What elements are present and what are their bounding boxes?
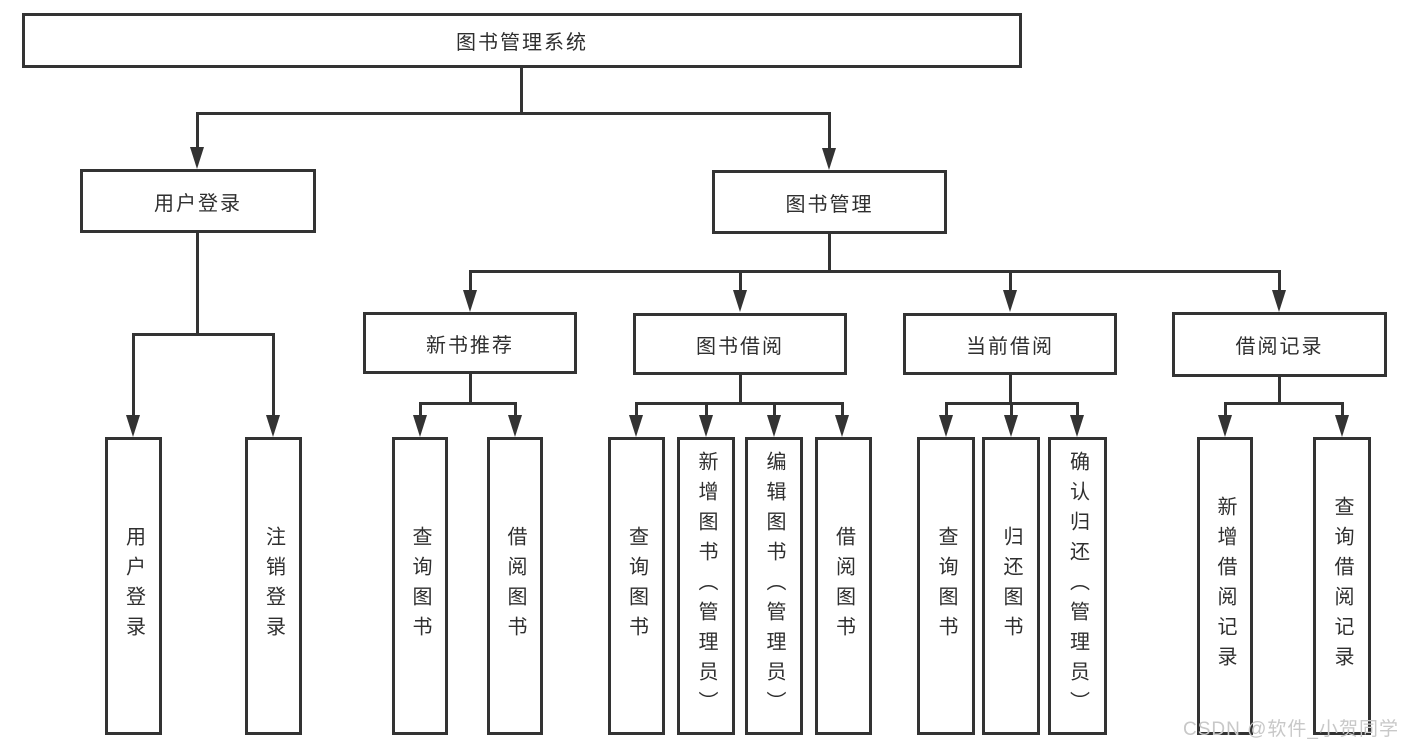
- arrowhead-down: [835, 415, 849, 437]
- leaf-edit-book-admin: 编辑图书（管理员）: [745, 437, 803, 735]
- connector-borrow-records-stem: [1278, 377, 1281, 405]
- leaf-confirm-return-admin: 确认归还（管理员）: [1048, 437, 1107, 735]
- connector-drop-leaf-user-login: [132, 333, 135, 417]
- connector-drop-borrow-records: [1278, 270, 1281, 292]
- node-book-management: 图书管理: [712, 170, 947, 234]
- connector-drop: [1010, 402, 1013, 418]
- arrowhead-down: [939, 415, 953, 437]
- node-user-login: 用户登录: [80, 169, 316, 233]
- leaf-borrow-books-borrow: 借阅图书: [815, 437, 872, 735]
- leaf-query-books-newbook: 查询图书: [392, 437, 448, 735]
- connector-root-stem: [520, 68, 523, 115]
- connector-drop-book-mgmt: [828, 112, 831, 150]
- arrowhead-down: [1218, 415, 1232, 437]
- node-new-book-recommend: 新书推荐: [363, 312, 577, 374]
- leaf-add-borrow-record: 新增借阅记录: [1197, 437, 1253, 735]
- leaf-query-books-borrow: 查询图书: [608, 437, 665, 735]
- connector-drop: [841, 402, 844, 418]
- connector-drop: [635, 402, 638, 418]
- arrowhead-down: [1272, 290, 1286, 312]
- leaf-query-books-current: 查询图书: [917, 437, 975, 735]
- watermark: CSDN @软件_小贺同学: [1183, 719, 1399, 740]
- connector-drop: [419, 402, 422, 418]
- connector-drop: [514, 402, 517, 418]
- connector-drop-book-borrow: [739, 270, 742, 292]
- connector-borrow-records-bar: [1224, 402, 1344, 405]
- connector-drop-user-login: [196, 112, 199, 149]
- connector-book-mgmt-bar: [469, 270, 1281, 273]
- leaf-user-login: 用户登录: [105, 437, 162, 735]
- connector-drop: [1076, 402, 1079, 418]
- arrowhead-down: [413, 415, 427, 437]
- leaf-query-borrow-record: 查询借阅记录: [1313, 437, 1371, 735]
- leaf-borrow-books-newbook: 借阅图书: [487, 437, 543, 735]
- arrowhead-down: [1004, 415, 1018, 437]
- leaf-add-book-admin: 新增图书（管理员）: [677, 437, 735, 735]
- node-borrow-records: 借阅记录: [1172, 312, 1387, 377]
- connector-current-borrow-stem: [1009, 375, 1012, 405]
- arrowhead-down: [190, 147, 204, 169]
- connector-drop: [773, 402, 776, 418]
- connector-book-borrow-bar: [635, 402, 844, 405]
- connector-drop: [1341, 402, 1344, 418]
- arrowhead-down: [463, 290, 477, 312]
- arrowhead-down: [699, 415, 713, 437]
- arrowhead-down: [508, 415, 522, 437]
- connector-user-login-stem: [196, 233, 199, 336]
- leaf-logout: 注销登录: [245, 437, 302, 735]
- connector-drop: [945, 402, 948, 418]
- node-book-borrow: 图书借阅: [633, 313, 847, 375]
- arrowhead-down: [1070, 415, 1084, 437]
- connector-drop: [705, 402, 708, 418]
- connector-new-book-stem: [469, 374, 472, 405]
- arrowhead-down: [266, 415, 280, 437]
- arrowhead-down: [733, 290, 747, 312]
- connector-root-bar: [196, 112, 831, 115]
- connector-drop: [1224, 402, 1227, 418]
- connector-book-borrow-stem: [739, 375, 742, 405]
- connector-drop-new-book: [469, 270, 472, 292]
- connector-drop-current-borrow: [1009, 270, 1012, 292]
- connector-user-login-bar: [132, 333, 275, 336]
- node-library-system: 图书管理系统: [22, 13, 1022, 68]
- leaf-return-book: 归还图书: [982, 437, 1040, 735]
- node-current-borrow: 当前借阅: [903, 313, 1117, 375]
- connector-book-mgmt-stem: [828, 234, 831, 273]
- arrowhead-down: [1335, 415, 1349, 437]
- arrowhead-down: [1003, 290, 1017, 312]
- connector-new-book-bar: [419, 402, 516, 405]
- arrowhead-down: [822, 148, 836, 170]
- connector-drop-leaf-logout: [272, 333, 275, 417]
- arrowhead-down: [767, 415, 781, 437]
- arrowhead-down: [126, 415, 140, 437]
- arrowhead-down: [629, 415, 643, 437]
